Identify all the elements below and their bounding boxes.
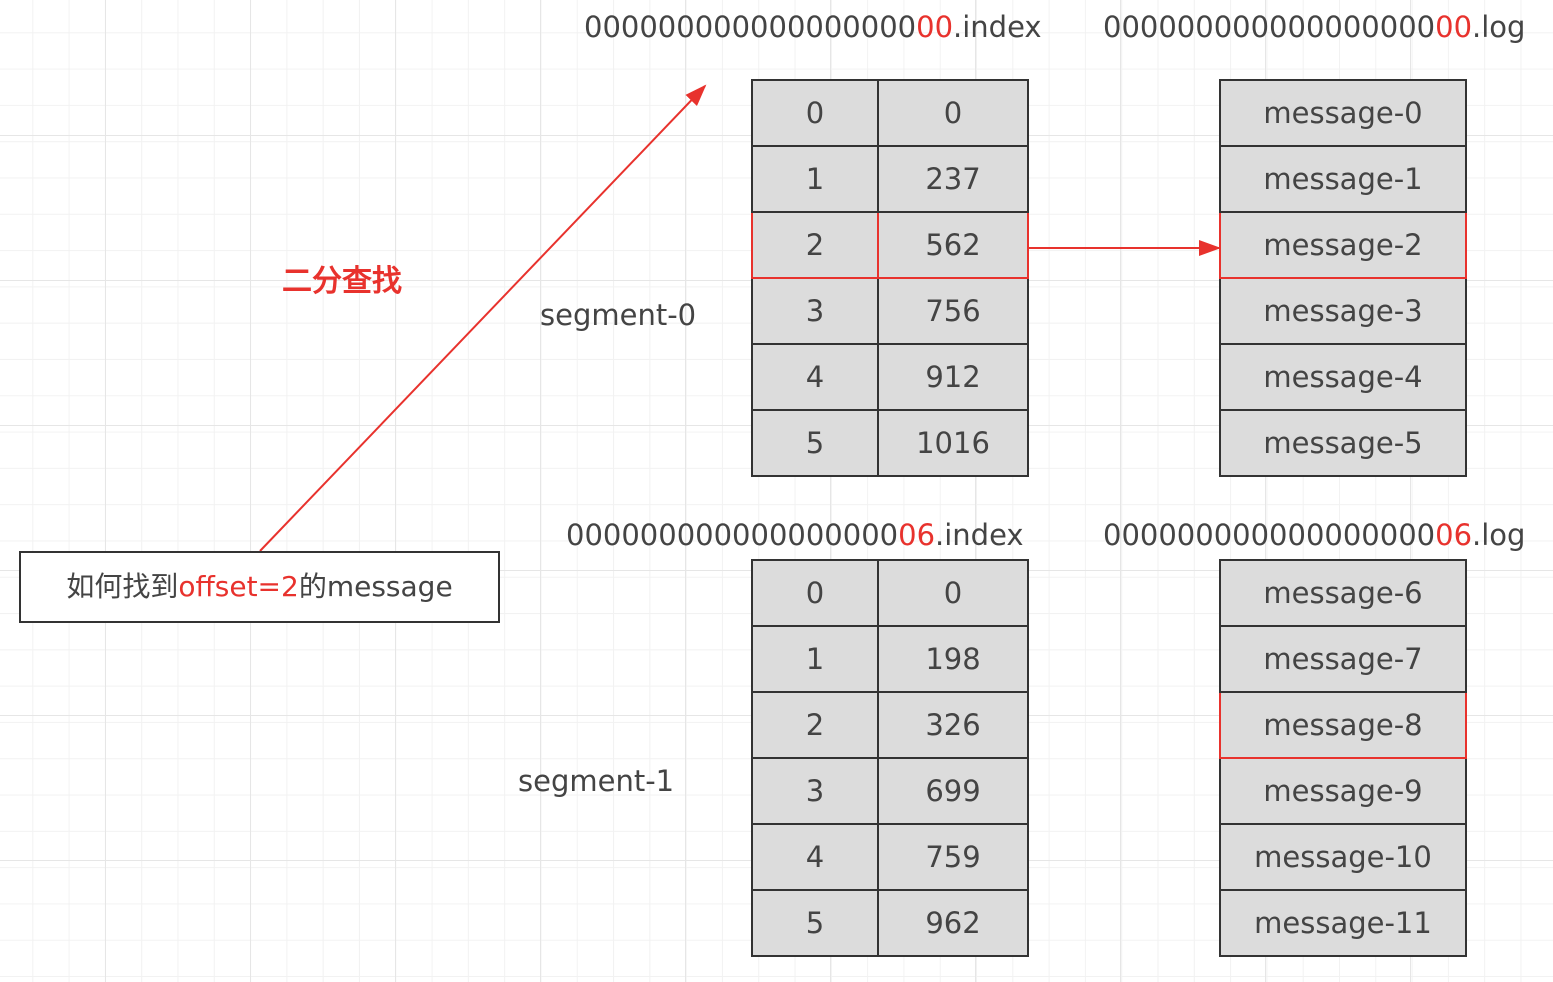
position-cell: 962 <box>877 889 1029 957</box>
position-cell: 562 <box>877 211 1029 279</box>
log-row: message-0 <box>1219 79 1467 147</box>
segment-1-index-filename: 00000000000000000006.index <box>566 518 1024 552</box>
log-row: message-8 <box>1219 691 1467 759</box>
position-cell: 756 <box>877 277 1029 345</box>
log-row: message-5 <box>1219 409 1467 477</box>
log-row: message-6 <box>1219 559 1467 627</box>
message-cell: message-11 <box>1219 889 1467 957</box>
message-cell: message-7 <box>1219 625 1467 693</box>
message-cell: message-8 <box>1219 691 1467 759</box>
segment-0-log-filename: 00000000000000000000.log <box>1103 10 1526 44</box>
log-row: message-9 <box>1219 757 1467 825</box>
offset-cell: 1 <box>751 145 879 213</box>
offset-cell: 0 <box>751 79 879 147</box>
position-cell: 912 <box>877 343 1029 411</box>
message-cell: message-3 <box>1219 277 1467 345</box>
binary-search-label: 二分查找 <box>282 264 402 299</box>
position-cell: 326 <box>877 691 1029 759</box>
segment-1-log-filename: 00000000000000000006.log <box>1103 518 1526 552</box>
offset-cell: 3 <box>751 757 879 825</box>
position-cell: 0 <box>877 559 1029 627</box>
log-row: message-3 <box>1219 277 1467 345</box>
offset-cell: 4 <box>751 823 879 891</box>
message-cell: message-1 <box>1219 145 1467 213</box>
position-cell: 1016 <box>877 409 1029 477</box>
offset-cell: 3 <box>751 277 879 345</box>
binary-search-arrow <box>259 84 707 552</box>
message-cell: message-5 <box>1219 409 1467 477</box>
segment-1-label: segment-1 <box>518 764 675 798</box>
position-cell: 198 <box>877 625 1029 693</box>
offset-cell: 5 <box>751 889 879 957</box>
offset-cell: 5 <box>751 409 879 477</box>
position-cell: 759 <box>877 823 1029 891</box>
position-cell: 237 <box>877 145 1029 213</box>
offset-cell: 0 <box>751 559 879 627</box>
log-row: message-4 <box>1219 343 1467 411</box>
log-row: message-7 <box>1219 625 1467 693</box>
offset-cell: 4 <box>751 343 879 411</box>
log-row: message-10 <box>1219 823 1467 891</box>
question-box: 如何找到offset=2的message <box>19 551 500 623</box>
message-cell: message-9 <box>1219 757 1467 825</box>
log-row: message-1 <box>1219 145 1467 213</box>
log-row: message-2 <box>1219 211 1467 279</box>
message-cell: message-2 <box>1219 211 1467 279</box>
offset-cell: 1 <box>751 625 879 693</box>
position-cell: 699 <box>877 757 1029 825</box>
segment-0-index-filename: 00000000000000000000.index <box>584 10 1042 44</box>
position-cell: 0 <box>877 79 1029 147</box>
message-cell: message-4 <box>1219 343 1467 411</box>
offset-cell: 2 <box>751 211 879 279</box>
message-cell: message-0 <box>1219 79 1467 147</box>
message-cell: message-10 <box>1219 823 1467 891</box>
message-cell: message-6 <box>1219 559 1467 627</box>
segment-0-label: segment-0 <box>540 298 697 332</box>
log-row: message-11 <box>1219 889 1467 957</box>
offset-cell: 2 <box>751 691 879 759</box>
